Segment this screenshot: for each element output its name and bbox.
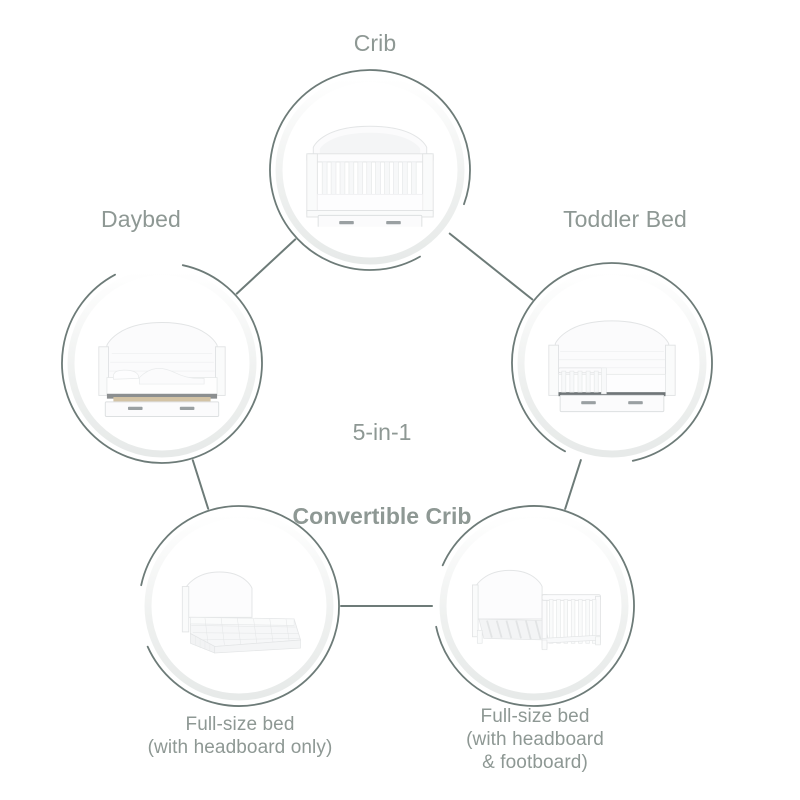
node-circle-toddler-bed[interactable] <box>511 262 713 462</box>
toddler-bed-image <box>548 320 676 413</box>
node-circle-daybed[interactable] <box>61 264 263 464</box>
node-label-full-bed-headboard: Full-size bed (with headboard only) <box>147 714 333 758</box>
center-caption: 5-in-1 Convertible Crib <box>282 362 482 586</box>
crib-image <box>306 125 434 227</box>
center-caption-line1: 5-in-1 <box>352 419 412 445</box>
node-label-daybed: Daybed <box>101 206 181 232</box>
node-glow-ring-full-bed-headboard <box>144 511 334 701</box>
node-label-crib: Crib <box>353 30 397 56</box>
full-bed-headboard-footboard-image <box>471 569 602 651</box>
node-circle-full-bed-headboard[interactable] <box>140 505 340 707</box>
connector-daybed-to-crib <box>235 238 297 295</box>
node-circle-crib[interactable] <box>269 69 471 271</box>
center-caption-line2: Convertible Crib <box>292 503 472 529</box>
node-label-toddler-bed: Toddler Bed <box>563 206 687 232</box>
connector-toddler-to-hbfb <box>564 459 582 510</box>
node-glow-ring-crib <box>275 75 465 265</box>
node-label-full-bed-headboard-footboard: Full-size bed (with headboard & footboar… <box>466 706 604 773</box>
node-circle-full-bed-headboard-footboard[interactable] <box>435 505 635 707</box>
connector-hb-to-daybed <box>191 459 210 510</box>
node-glow-ring-toddler-bed <box>517 268 707 458</box>
daybed-image <box>98 322 226 417</box>
node-glow-ring-full-bed-headboard-footboard <box>439 511 629 701</box>
connector-crib-to-toddler <box>448 232 534 301</box>
node-rings <box>61 69 713 707</box>
node-glow-ring-daybed <box>67 268 257 458</box>
connector-lines <box>191 232 582 607</box>
